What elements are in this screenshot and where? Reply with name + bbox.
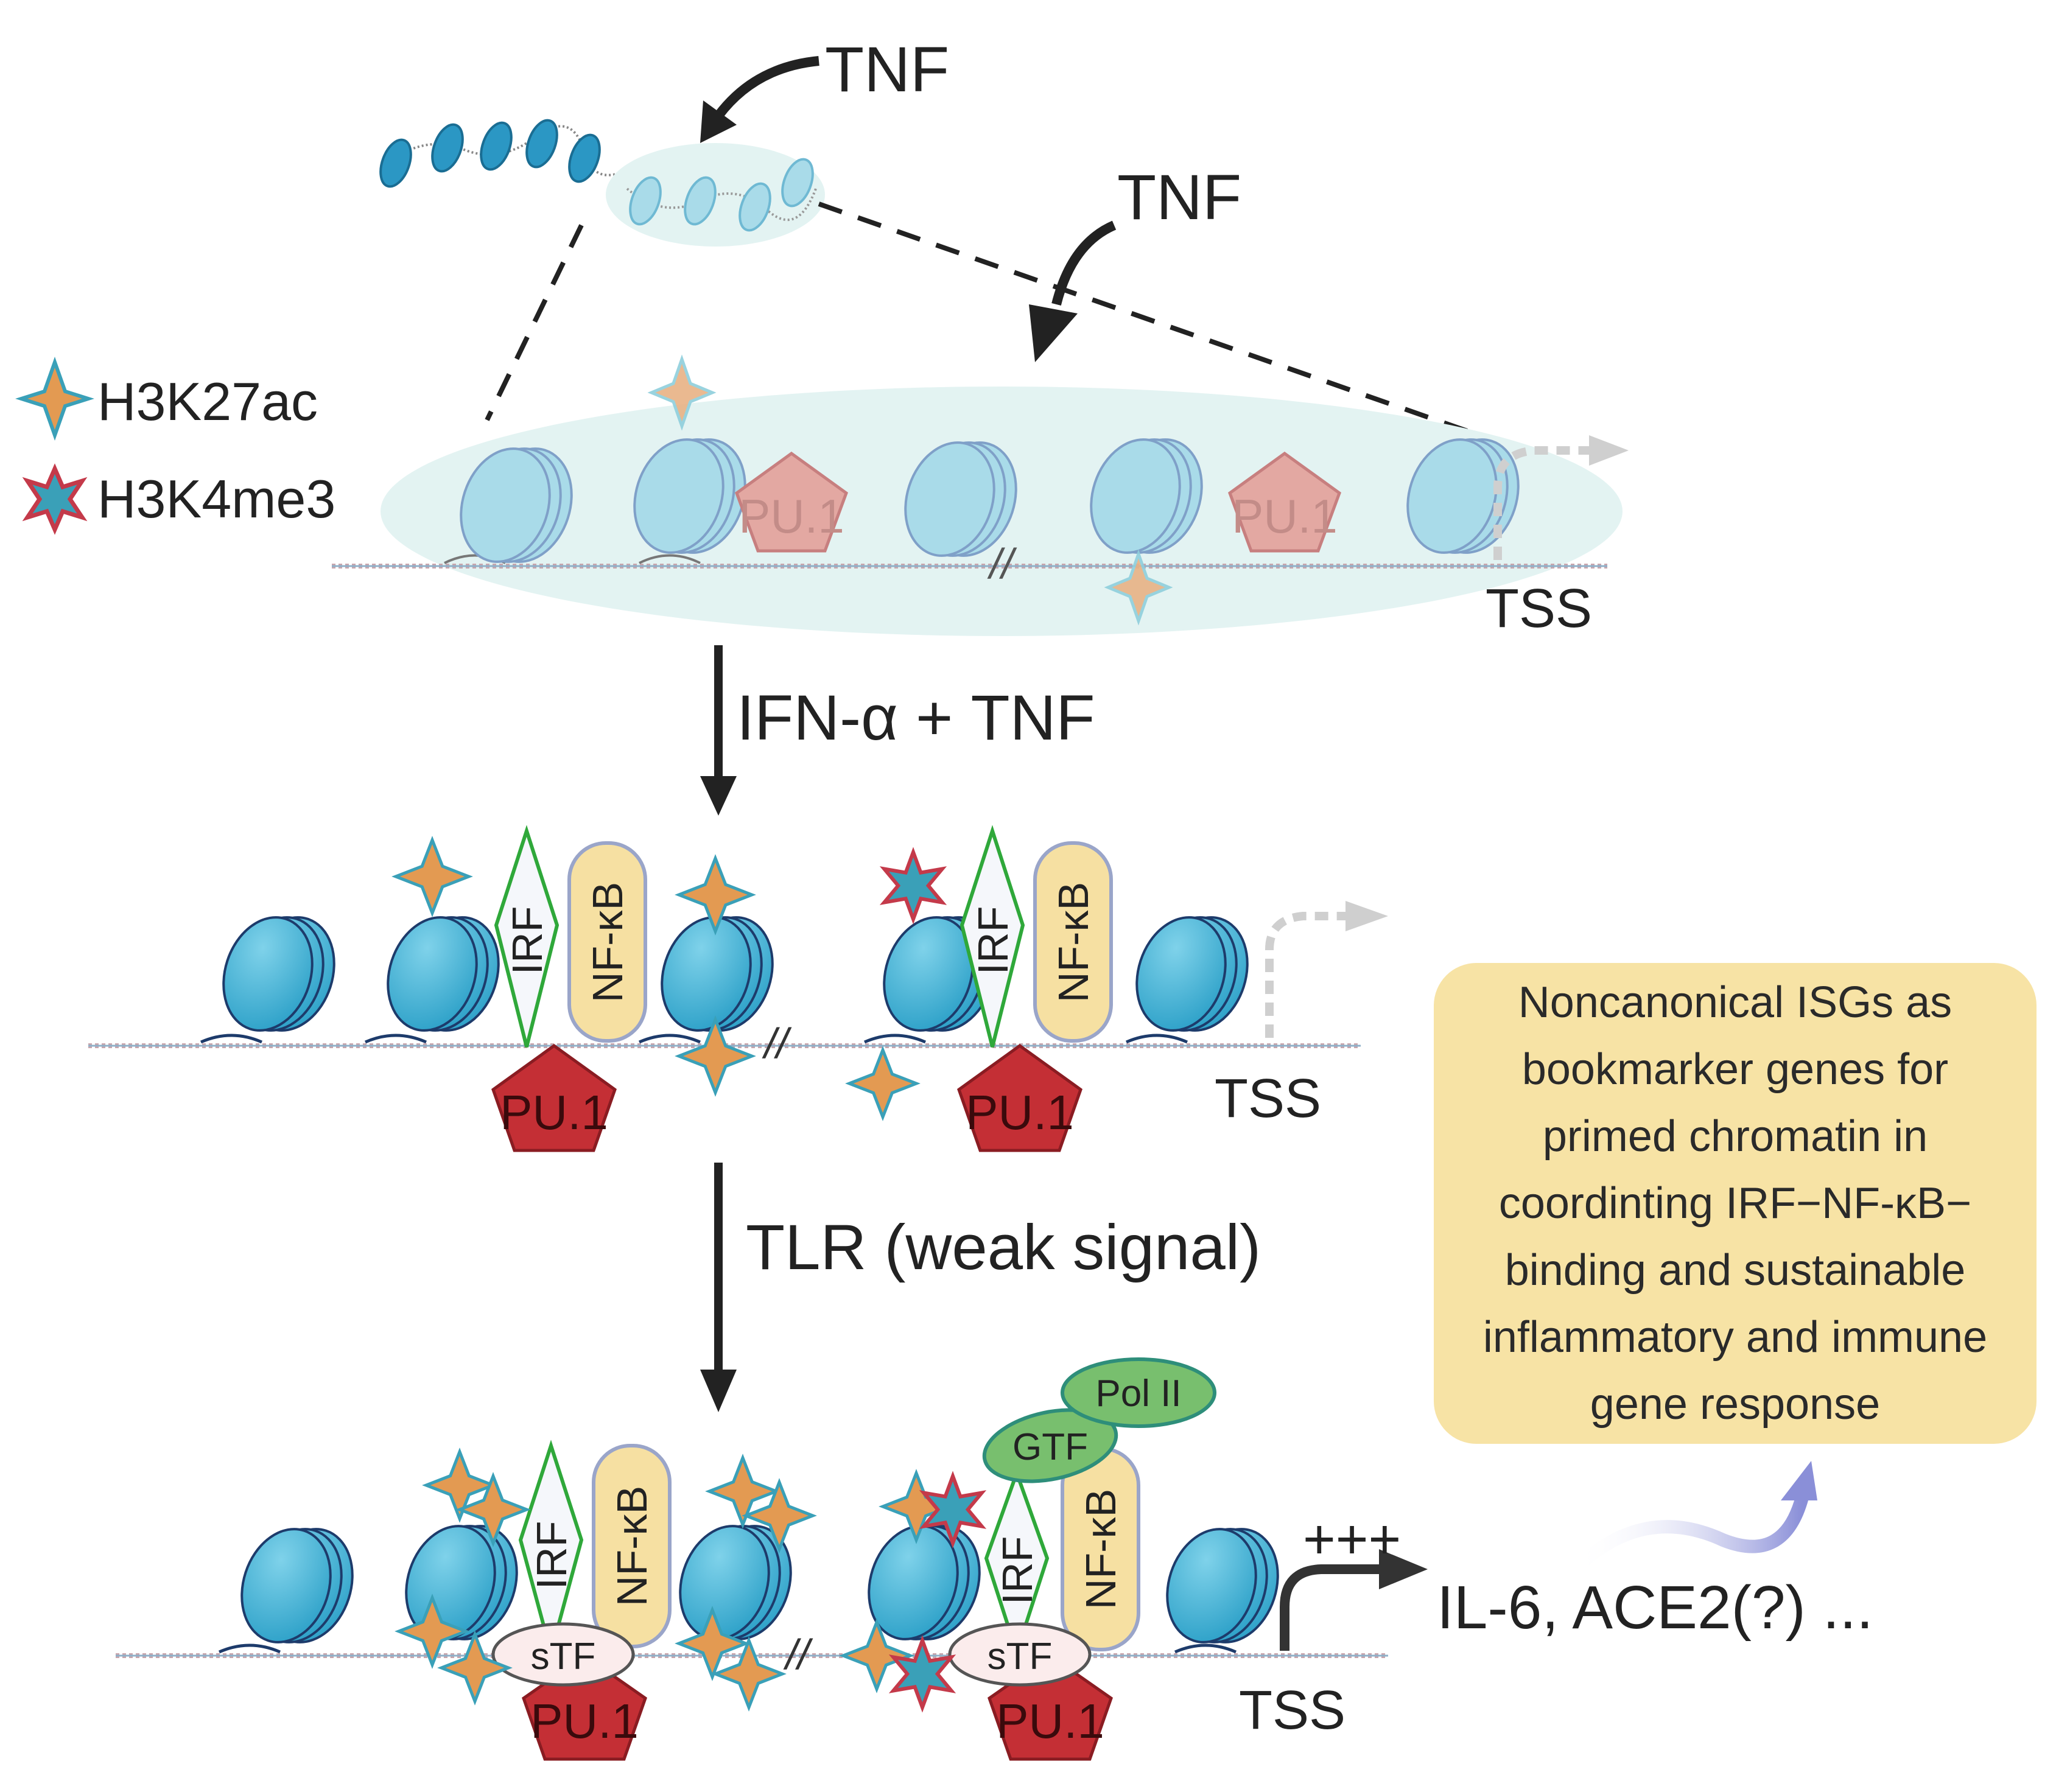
- step1-label: IFN-α + TNF: [737, 682, 1095, 754]
- plus-label: +++: [1303, 1508, 1401, 1570]
- row1-pu1-2: PU.1: [1227, 451, 1342, 553]
- row1-region: PU.1 PU.1 // TSS: [332, 354, 1629, 639]
- note-flow-arrow: [1572, 1461, 1817, 1572]
- svg-text:Pol II: Pol II: [1095, 1373, 1181, 1415]
- legend: H3K27ac H3K4me3: [15, 357, 335, 535]
- note-box: Noncanonical ISGs as bookmarker genes fo…: [1434, 963, 2037, 1444]
- row3-h3k4me3-mark: [919, 1471, 987, 1549]
- tnf-label-mid: TNF: [1117, 162, 1241, 233]
- row3-nucleosome: [240, 1528, 354, 1643]
- h3k27ac-legend-icon: [15, 357, 94, 441]
- zoom-line-left: [485, 224, 584, 421]
- row3-h3k27ac-mark: [437, 1630, 513, 1706]
- row2-h3k27ac-mark: [675, 1015, 756, 1097]
- svg-text:GTF: GTF: [1012, 1426, 1088, 1468]
- row3: // IRF NF-κB PU.1 sTF NF-κB IRF: [116, 1357, 1873, 1761]
- step-arrow-2: [700, 1163, 737, 1412]
- row2-nucleosome: [883, 916, 996, 1032]
- row3-h3k27ac-mark: [711, 1636, 787, 1712]
- row1-tss-arrow: [1493, 435, 1629, 560]
- row2-tss-label: TSS: [1215, 1068, 1321, 1129]
- svg-text:PU.1: PU.1: [996, 1694, 1104, 1748]
- legend-h3k27ac-label: H3K27ac: [97, 371, 318, 432]
- row1-nucleosome: [1090, 438, 1203, 554]
- row3-h3k27ac-mark: [422, 1447, 497, 1523]
- row3-tss-arrow: [1280, 1549, 1428, 1651]
- svg-text:PU.1: PU.1: [966, 1085, 1074, 1139]
- row2-break-mark: //: [762, 1020, 792, 1067]
- svg-text:IRF: IRF: [503, 906, 551, 975]
- row3-h3k27ac-mark: [395, 1594, 470, 1669]
- h3k4me3-legend-icon: [22, 463, 88, 535]
- step2-label: TLR (weak signal): [746, 1212, 1261, 1283]
- row2-nucleosome: [1135, 916, 1249, 1032]
- row3-stf-1: sTF: [491, 1622, 635, 1687]
- row3-irf-1: IRF: [518, 1440, 584, 1660]
- row1-nucleosome: [1406, 438, 1520, 554]
- row3-nucleosome: [868, 1525, 981, 1640]
- row2-h3k4me3-mark: [879, 847, 947, 925]
- row3-h3k27ac-mark: [839, 1618, 914, 1693]
- svg-text:IRF: IRF: [969, 906, 1017, 975]
- row3-gtf: GTF: [982, 1408, 1118, 1483]
- row3-h3k27ac-mark: [705, 1454, 781, 1529]
- row2-nucleosome: [222, 916, 335, 1032]
- row2-irf-2: IRF: [960, 825, 1025, 1048]
- row2-nucleosome: [387, 916, 500, 1032]
- row3-nfkb-1: NF-κB: [592, 1444, 672, 1648]
- legend-h3k4me3-label: H3K4me3: [97, 469, 335, 529]
- row2-nfkb-1: NF-κB: [567, 841, 647, 1043]
- row3-stf-2: sTF: [948, 1622, 1092, 1687]
- row3-nfkb-2: NF-κB: [1061, 1447, 1140, 1651]
- row1-nucleosome: [460, 447, 573, 563]
- svg-text:PU.1: PU.1: [530, 1694, 639, 1748]
- row3-nucleosome: [1166, 1528, 1279, 1643]
- row1-break-mark: //: [988, 540, 1017, 587]
- tnf-label-top: TNF: [825, 34, 949, 105]
- row2-nfkb-2: NF-κB: [1033, 841, 1113, 1043]
- row1-h3k27ac-bottom: [1104, 549, 1173, 626]
- row1-nucleosome: [904, 441, 1017, 557]
- svg-text:IRF: IRF: [994, 1536, 1041, 1605]
- svg-text:PU.1: PU.1: [500, 1085, 608, 1139]
- row1-nucleosome: [633, 438, 746, 554]
- step-arrow-1: [700, 645, 737, 816]
- genes-label: IL-6, ACE2(?) ...: [1437, 1573, 1873, 1642]
- row3-h3k4me3-mark: [888, 1635, 956, 1713]
- row2-tss-arrow: [1265, 901, 1388, 1038]
- row1-tss-label: TSS: [1486, 578, 1592, 639]
- row3-h3k27ac-mark: [742, 1478, 817, 1553]
- svg-text:sTF: sTF: [531, 1636, 596, 1678]
- condensed-chromatin: [379, 119, 825, 247]
- row2-pu1-2: PU.1: [957, 1043, 1082, 1152]
- svg-text:sTF: sTF: [988, 1636, 1053, 1678]
- svg-text:NF-κB: NF-κB: [1077, 1489, 1124, 1609]
- row2-h3k27ac-mark: [675, 854, 756, 936]
- zoom-line-right: [818, 201, 1481, 438]
- row2-pu1-1: PU.1: [491, 1043, 617, 1152]
- note-text: Noncanonical ISGs as bookmarker genes fo…: [1482, 978, 1988, 1429]
- svg-text:NF-κB: NF-κB: [584, 882, 631, 1003]
- row3-break-mark: //: [784, 1631, 813, 1678]
- row2-h3k27ac-mark: [845, 1046, 921, 1121]
- row3-tss-label: TSS: [1239, 1680, 1345, 1741]
- svg-text:PU.1: PU.1: [739, 489, 844, 543]
- row1-pu1-1: PU.1: [734, 451, 849, 553]
- row3-h3k27ac-mark: [675, 1606, 750, 1681]
- row1-h3k27ac-top: [647, 354, 717, 431]
- row2-nucleosome: [661, 916, 774, 1032]
- row2: // IRF NF-κB PU.1 IRF NF-κB PU.1: [88, 825, 1388, 1152]
- row3-pol2: Pol II: [1061, 1357, 1216, 1428]
- row2-irf-1: IRF: [494, 825, 560, 1048]
- svg-text:NF-κB: NF-κB: [608, 1486, 656, 1606]
- svg-text:NF-κB: NF-κB: [1050, 882, 1097, 1003]
- svg-text:IRF: IRF: [528, 1521, 575, 1590]
- tnf-arrow-top: [700, 56, 819, 143]
- row2-h3k27ac-mark: [391, 836, 473, 917]
- svg-text:PU.1: PU.1: [1232, 489, 1337, 543]
- row3-h3k27ac-mark: [455, 1472, 531, 1547]
